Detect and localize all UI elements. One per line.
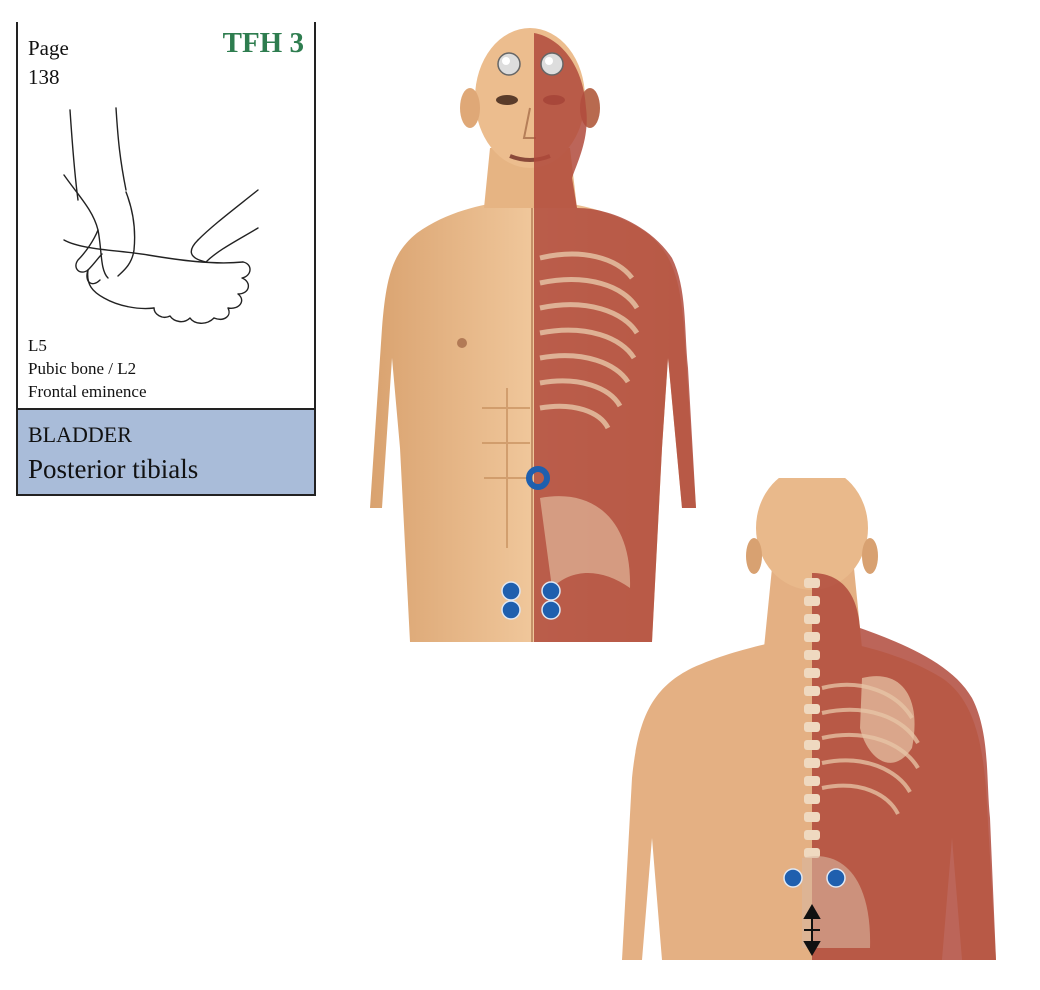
- l5-right-marker: [826, 868, 846, 888]
- points-list: L5 Pubic bone / L2 Frontal eminence: [28, 334, 147, 403]
- page-number: 138: [28, 65, 60, 89]
- muscle-label: Posterior tibials: [28, 454, 199, 484]
- navel-ring-marker: [526, 466, 550, 490]
- page-label: Page 138: [28, 34, 69, 92]
- spine-arrow-icon: [803, 904, 821, 956]
- point-item: Pubic bone / L2: [28, 359, 137, 378]
- reference-card: Page 138 TFH 3 L5 Pubic bone / L2 Front: [16, 22, 316, 496]
- l5-left-marker: [783, 868, 803, 888]
- organ-label: BLADDER: [28, 422, 132, 447]
- frontal-eminence-left-marker: [497, 52, 521, 76]
- frontal-eminence-right-marker: [540, 52, 564, 76]
- pubic-markers: [501, 581, 561, 620]
- organ-muscle-band: BLADDER Posterior tibials: [18, 408, 314, 494]
- page-word: Page: [28, 36, 69, 60]
- card-code: TFH 3: [222, 27, 304, 59]
- front-body-figure: [362, 28, 698, 642]
- back-body-figure: [622, 478, 996, 960]
- point-item: Frontal eminence: [28, 382, 147, 401]
- hand-on-foot-illustration: [63, 107, 259, 324]
- point-item: L5: [28, 336, 47, 355]
